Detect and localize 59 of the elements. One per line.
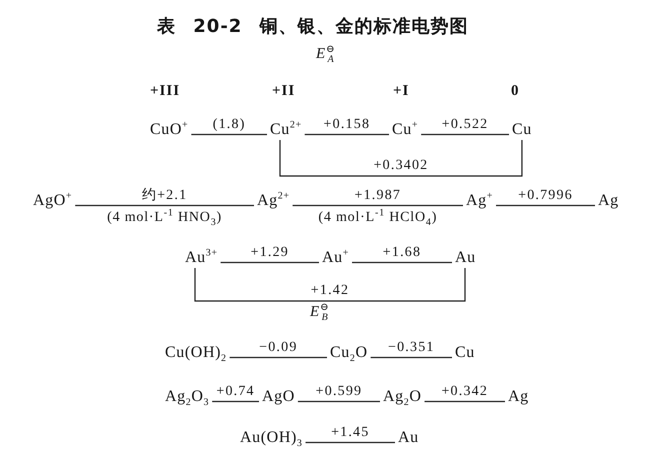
oxidation-state: +III xyxy=(150,83,180,100)
potential-line xyxy=(298,400,380,402)
species-formula: Au$^{3+}$ xyxy=(185,249,218,267)
species-formula: Ag$_{2}$O$_{3}$ xyxy=(165,388,210,406)
potential-line xyxy=(230,356,327,358)
potential-value: 约+2.1 xyxy=(142,188,188,204)
species-formula: Cu(OH)$_{2}$ xyxy=(165,344,227,362)
potential-line xyxy=(212,400,259,402)
potential-line xyxy=(304,134,389,136)
oxidation-state: 0 xyxy=(511,83,520,100)
species-formula: AgO$^{+}$ xyxy=(33,192,72,210)
potential-value: +1.29 xyxy=(250,244,289,260)
potential-line xyxy=(496,204,595,206)
potential-value: +1.45 xyxy=(331,424,370,440)
potential-line xyxy=(292,204,463,206)
species-formula: Cu$^{+}$ xyxy=(392,121,418,139)
species-formula: Ag$^{2+}$ xyxy=(257,192,290,210)
potential-value: +0.158 xyxy=(324,116,370,132)
species-formula: Au xyxy=(455,249,476,267)
species-formula: Ag$_{2}$O xyxy=(383,388,422,406)
potential-line xyxy=(279,140,523,177)
potential-value: +1.987 xyxy=(354,188,402,204)
species-formula: Cu xyxy=(455,344,475,362)
potential-value: −0.09 xyxy=(259,340,298,356)
species-formula: Ag xyxy=(508,388,529,406)
potential-value: −0.351 xyxy=(388,340,435,356)
species-formula: Ag xyxy=(598,192,619,210)
species-formula: CuO$^{+}$ xyxy=(150,121,188,139)
species-formula: Au xyxy=(398,429,419,447)
table-title: 表 20-2 铜、银、金的标准电势图 xyxy=(157,15,469,39)
potential-value: (1.8) xyxy=(212,116,246,132)
potential-value: +1.42 xyxy=(310,283,350,299)
potential-line xyxy=(306,442,395,444)
species-formula: Cu$^{2+}$ xyxy=(270,121,302,139)
species-formula: AgO xyxy=(262,388,295,406)
potential-line xyxy=(191,134,267,136)
species-formula: Cu$_{2}$O xyxy=(330,344,368,362)
potential-line xyxy=(75,204,254,206)
potential-line xyxy=(421,134,509,136)
species-formula: Cu xyxy=(512,121,532,139)
oxidation-state: +II xyxy=(272,83,296,100)
potential-value: +0.3402 xyxy=(374,158,428,174)
potential-value: +0.74 xyxy=(216,384,255,400)
oxidation-state: +I xyxy=(393,83,410,100)
potential-value: +0.7996 xyxy=(518,188,573,204)
species-formula: Ag$^{+}$ xyxy=(466,192,494,210)
potential-line xyxy=(220,262,319,264)
condition-note: (4 mol·L$^{-1}$ HClO$_{4}$) xyxy=(318,208,438,226)
species-formula: Au$^{+}$ xyxy=(322,249,350,267)
potential-line xyxy=(352,262,452,264)
condition-note: (4 mol·L$^{-1}$ HNO$_{3}$) xyxy=(107,208,222,226)
potential-value: +1.68 xyxy=(382,244,422,260)
potential-value: +0.342 xyxy=(441,384,488,400)
potential-value: +0.522 xyxy=(442,116,488,132)
potential-line xyxy=(194,268,466,302)
potential-line xyxy=(370,356,452,358)
species-formula: Au(OH)$_{3}$ xyxy=(240,429,303,447)
potential-value: +0.599 xyxy=(316,384,362,400)
potential-line xyxy=(424,400,505,402)
